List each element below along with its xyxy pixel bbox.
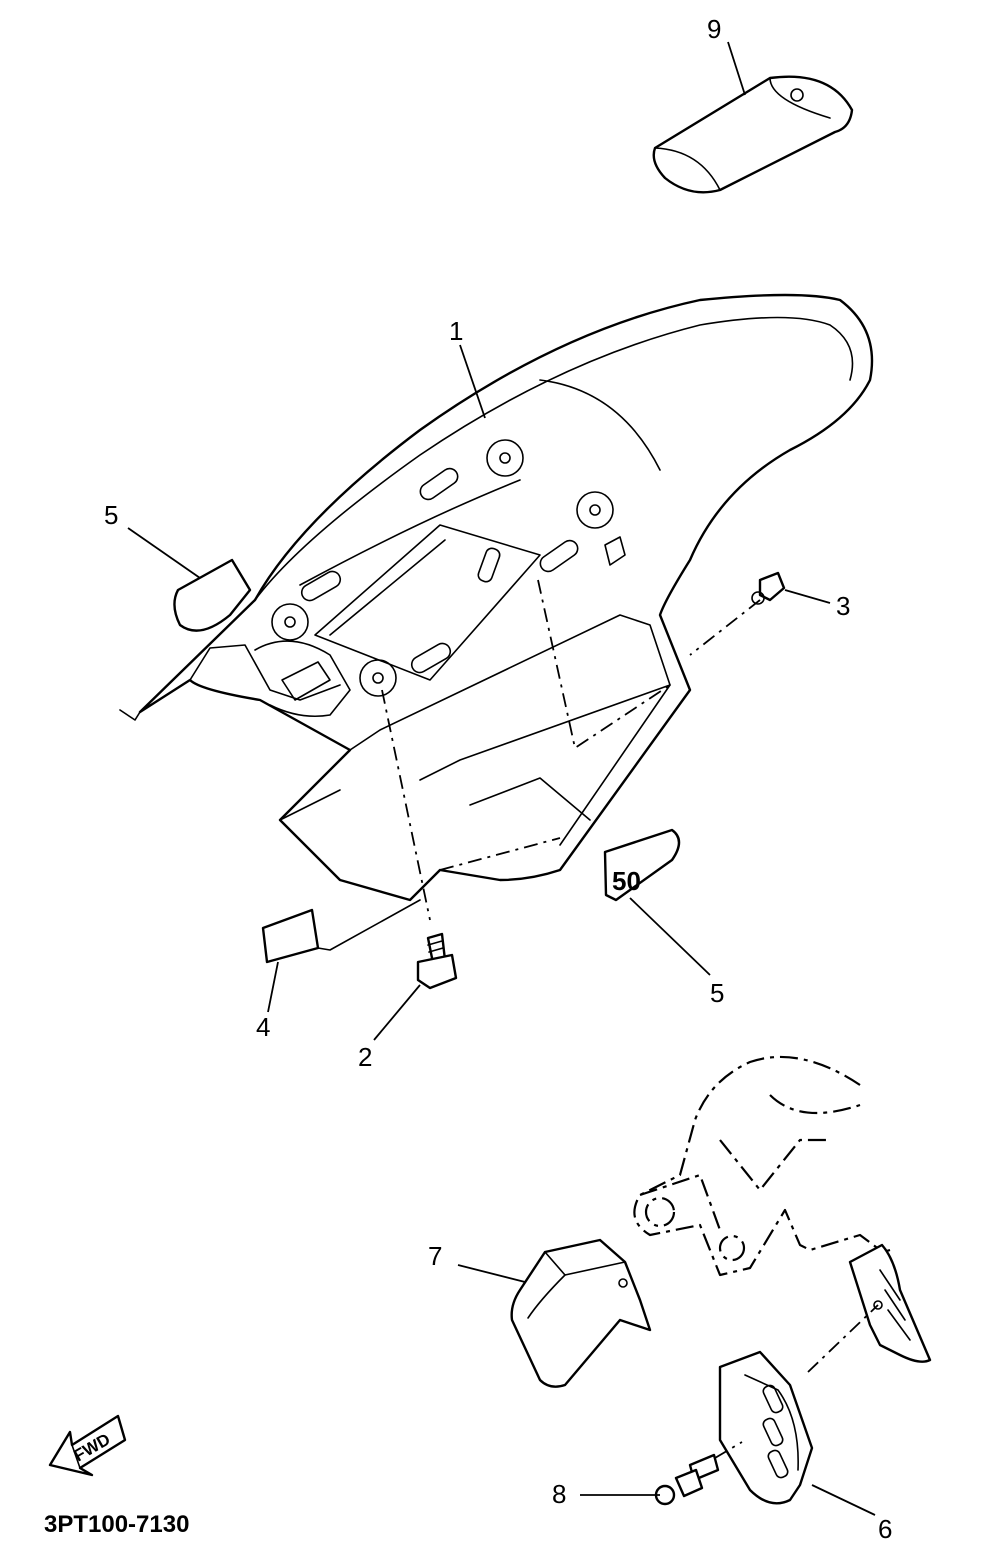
callout-6: 6 — [878, 1514, 892, 1544]
part-4-reflector — [261, 899, 421, 964]
emblem-text: 50 — [612, 866, 641, 896]
callout-9: 9 — [707, 14, 721, 44]
part-7-guard — [510, 1238, 652, 1388]
callout-1: 1 — [449, 316, 463, 346]
part-9-pad — [652, 75, 854, 194]
leader-lines — [127, 41, 876, 1516]
fender-dashed-lines — [381, 579, 761, 921]
drawing-code: 3PT100-7130 — [44, 1511, 189, 1538]
part-3-screw — [751, 571, 786, 605]
callout-8: 8 — [552, 1479, 566, 1509]
part-5-emblem: 50 — [603, 828, 681, 902]
callout-4: 4 — [256, 1012, 270, 1042]
part-2-bolt — [416, 932, 458, 990]
callout-5-left: 5 — [104, 500, 118, 530]
frame-bracket — [848, 1243, 932, 1363]
part-5-left-cover — [173, 558, 252, 632]
callout-2: 2 — [358, 1042, 372, 1072]
callout-3: 3 — [836, 591, 850, 621]
callout-5-right: 5 — [710, 978, 724, 1008]
part-8-screw — [654, 1453, 720, 1506]
callouts: 9 1 5 3 5 4 2 7 8 6 — [104, 14, 892, 1544]
fwd-arrow-icon: FWD — [48, 1414, 127, 1477]
part-6-vent-cover — [714, 1304, 879, 1505]
part-1-rear-fender — [119, 293, 874, 902]
frame-section — [633, 1055, 891, 1277]
callout-7: 7 — [428, 1241, 442, 1271]
